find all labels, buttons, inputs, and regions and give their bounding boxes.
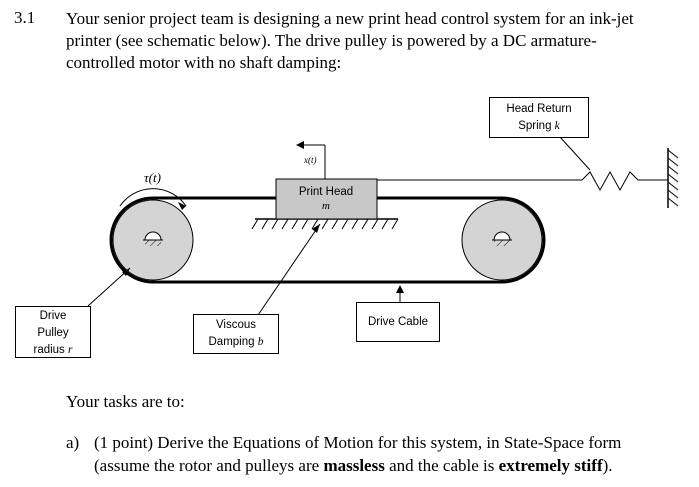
belt-right-wrap: [501, 196, 546, 284]
cable-label-box: Drive Cable: [356, 302, 440, 342]
torque-label: τ(t): [144, 170, 161, 185]
tasks-intro: Your tasks are to:: [66, 392, 185, 411]
damping-leader: [255, 223, 321, 319]
task-a: a) (1 point) Derive the Equations of Moti…: [66, 431, 621, 477]
ground-hatch: [251, 218, 399, 230]
task-a-letter: a): [66, 433, 80, 452]
torque-arrow: [119, 188, 187, 207]
spring-label-leader: [559, 136, 591, 171]
pulley-label-box: Drive Pulley radius r: [15, 306, 91, 358]
pulley-radius-symbol: r: [68, 344, 73, 356]
problem-line-3: controlled motor with no shaft damping:: [66, 53, 342, 72]
print-head-block: [275, 178, 378, 220]
damping-label-box: Viscous Damping b: [193, 314, 279, 354]
spring-label-box: Head Return Spring k: [489, 97, 589, 138]
position-label: x(t): [303, 155, 317, 165]
pulley-leader: [87, 267, 131, 307]
problem-line-2: printer (see schematic below). The drive…: [66, 31, 597, 50]
task-a-line-2: (assume the rotor and pulleys are massle…: [94, 456, 613, 475]
spring: [377, 170, 668, 192]
wall-hatch: [667, 149, 679, 207]
problem-line-1: Your senior project team is designing a …: [66, 9, 634, 28]
idler-pulley-axle-icon: [492, 231, 512, 246]
spring-constant-symbol: k: [554, 120, 560, 132]
belt-left-wrap: [109, 196, 154, 284]
task-a-line-1: (1 point) Derive the Equations of Motion…: [94, 433, 622, 452]
problem-number: 3.1: [14, 8, 36, 27]
print-head-label: Print Head: [299, 186, 353, 198]
damping-symbol: b: [257, 336, 264, 348]
print-head-mass-symbol: m: [322, 200, 330, 212]
problem-statement: Your senior project team is designing a …: [66, 8, 686, 74]
drive-pulley-axle-icon: [143, 231, 163, 246]
